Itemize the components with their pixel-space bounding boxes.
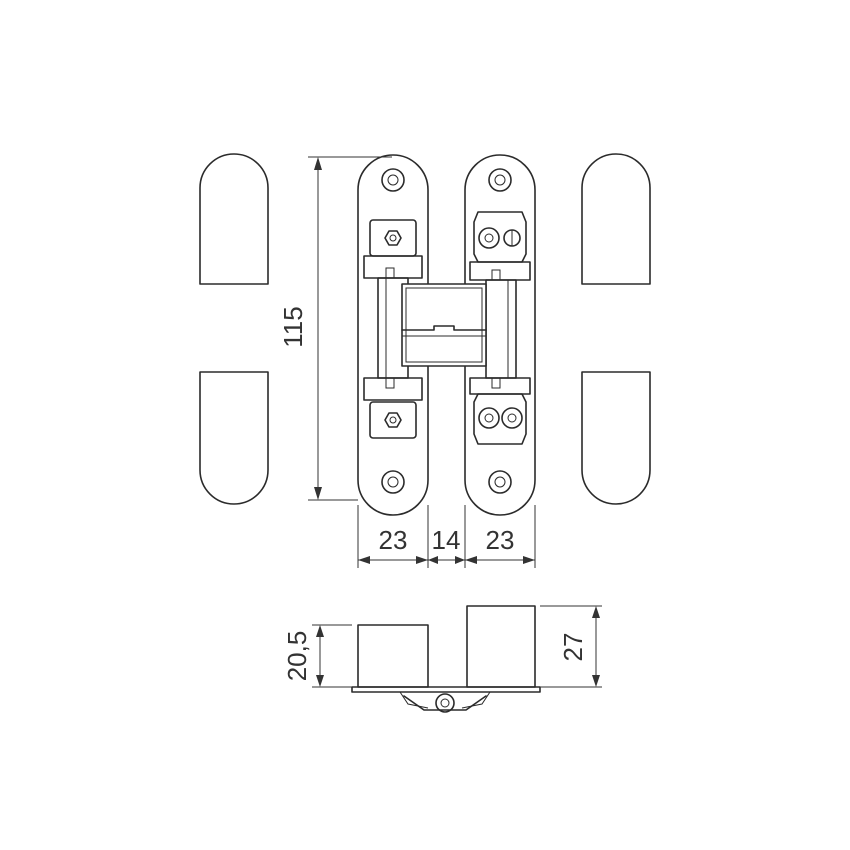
dimension-width-left-label: 23 <box>379 525 408 555</box>
side-view-short-body <box>357 624 429 688</box>
dimension-depth-tall: 27 <box>540 605 602 688</box>
cover-cap-top-right <box>581 153 651 285</box>
cam-screw-lower-b <box>501 407 523 429</box>
dimension-gap-label: 14 <box>432 525 461 555</box>
cover-cap-bottom-left <box>199 371 269 505</box>
dimension-height: 115 <box>278 156 392 501</box>
dimension-widths: 23 14 23 <box>357 505 536 568</box>
dimension-width-right-label: 23 <box>486 525 515 555</box>
side-view <box>351 605 541 713</box>
cover-caps <box>199 153 651 505</box>
screw-hole-top-left <box>381 168 405 192</box>
dimension-depth-tall-label: 27 <box>558 633 588 662</box>
cam-screw-upper-a <box>478 227 500 249</box>
screw-hole-bottom-left <box>381 470 405 494</box>
cam-screw-lower-a <box>478 407 500 429</box>
dimension-depth-short: 20,5 <box>282 624 352 688</box>
screw-hole-top-right <box>488 168 512 192</box>
central-link-arm <box>401 283 487 367</box>
cover-cap-bottom-right <box>581 371 651 505</box>
cover-cap-top-left <box>199 153 269 285</box>
dimension-depth-short-label: 20,5 <box>282 631 312 682</box>
screw-hole-bottom-right <box>488 470 512 494</box>
dimension-height-label: 115 <box>278 306 308 347</box>
hex-screw-lower-left <box>384 412 402 428</box>
hex-screw-upper-left <box>384 230 402 246</box>
side-view-tall-body <box>466 605 536 688</box>
left-mounting-plate <box>357 154 429 516</box>
side-view-pivot <box>435 693 455 713</box>
